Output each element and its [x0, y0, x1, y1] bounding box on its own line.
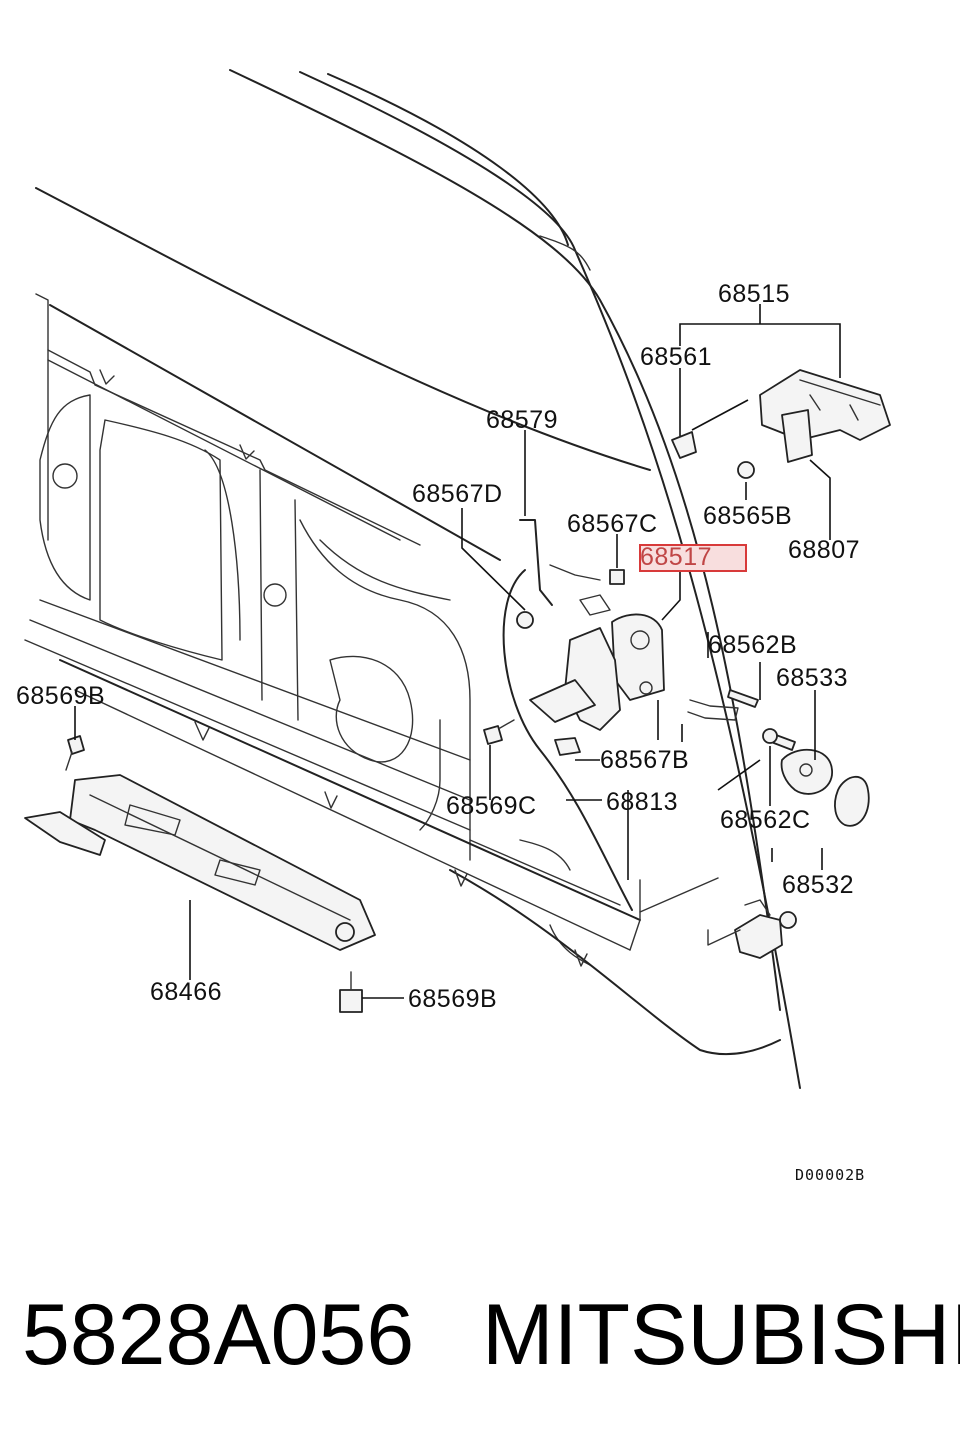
part-label-68562C[interactable]: 68562C: [720, 806, 811, 834]
part-label-68567C[interactable]: 68567C: [567, 510, 658, 538]
brand-name: MITSUBISHI: [482, 1287, 960, 1383]
part-label-68579[interactable]: 68579: [486, 406, 559, 434]
part-label-68517-highlighted[interactable]: 68517: [640, 543, 713, 571]
part-label-68569B-bottom[interactable]: 68569B: [408, 985, 498, 1013]
part-label-68813[interactable]: 68813: [606, 788, 679, 816]
part-label-68807[interactable]: 68807: [788, 536, 861, 564]
highlight-box-68517: [639, 544, 747, 572]
part-label-68561[interactable]: 68561: [640, 343, 713, 371]
part-label-68466[interactable]: 68466: [150, 978, 223, 1006]
part-label-68515[interactable]: 68515: [718, 280, 791, 308]
part-label-68532[interactable]: 68532: [782, 871, 855, 899]
part-label-68533[interactable]: 68533: [776, 664, 849, 692]
part-label-68562B[interactable]: 68562B: [708, 631, 798, 659]
part-label-68569B-left[interactable]: 68569B: [16, 682, 106, 710]
part-label-68567B[interactable]: 68567B: [600, 746, 690, 774]
diagram-code: D00002B: [795, 1166, 866, 1184]
part-number: 5828A056: [22, 1287, 415, 1383]
part-label-68565B[interactable]: 68565B: [703, 502, 793, 530]
part-label-68567D[interactable]: 68567D: [412, 480, 503, 508]
part-label-68569C[interactable]: 68569C: [446, 792, 537, 820]
